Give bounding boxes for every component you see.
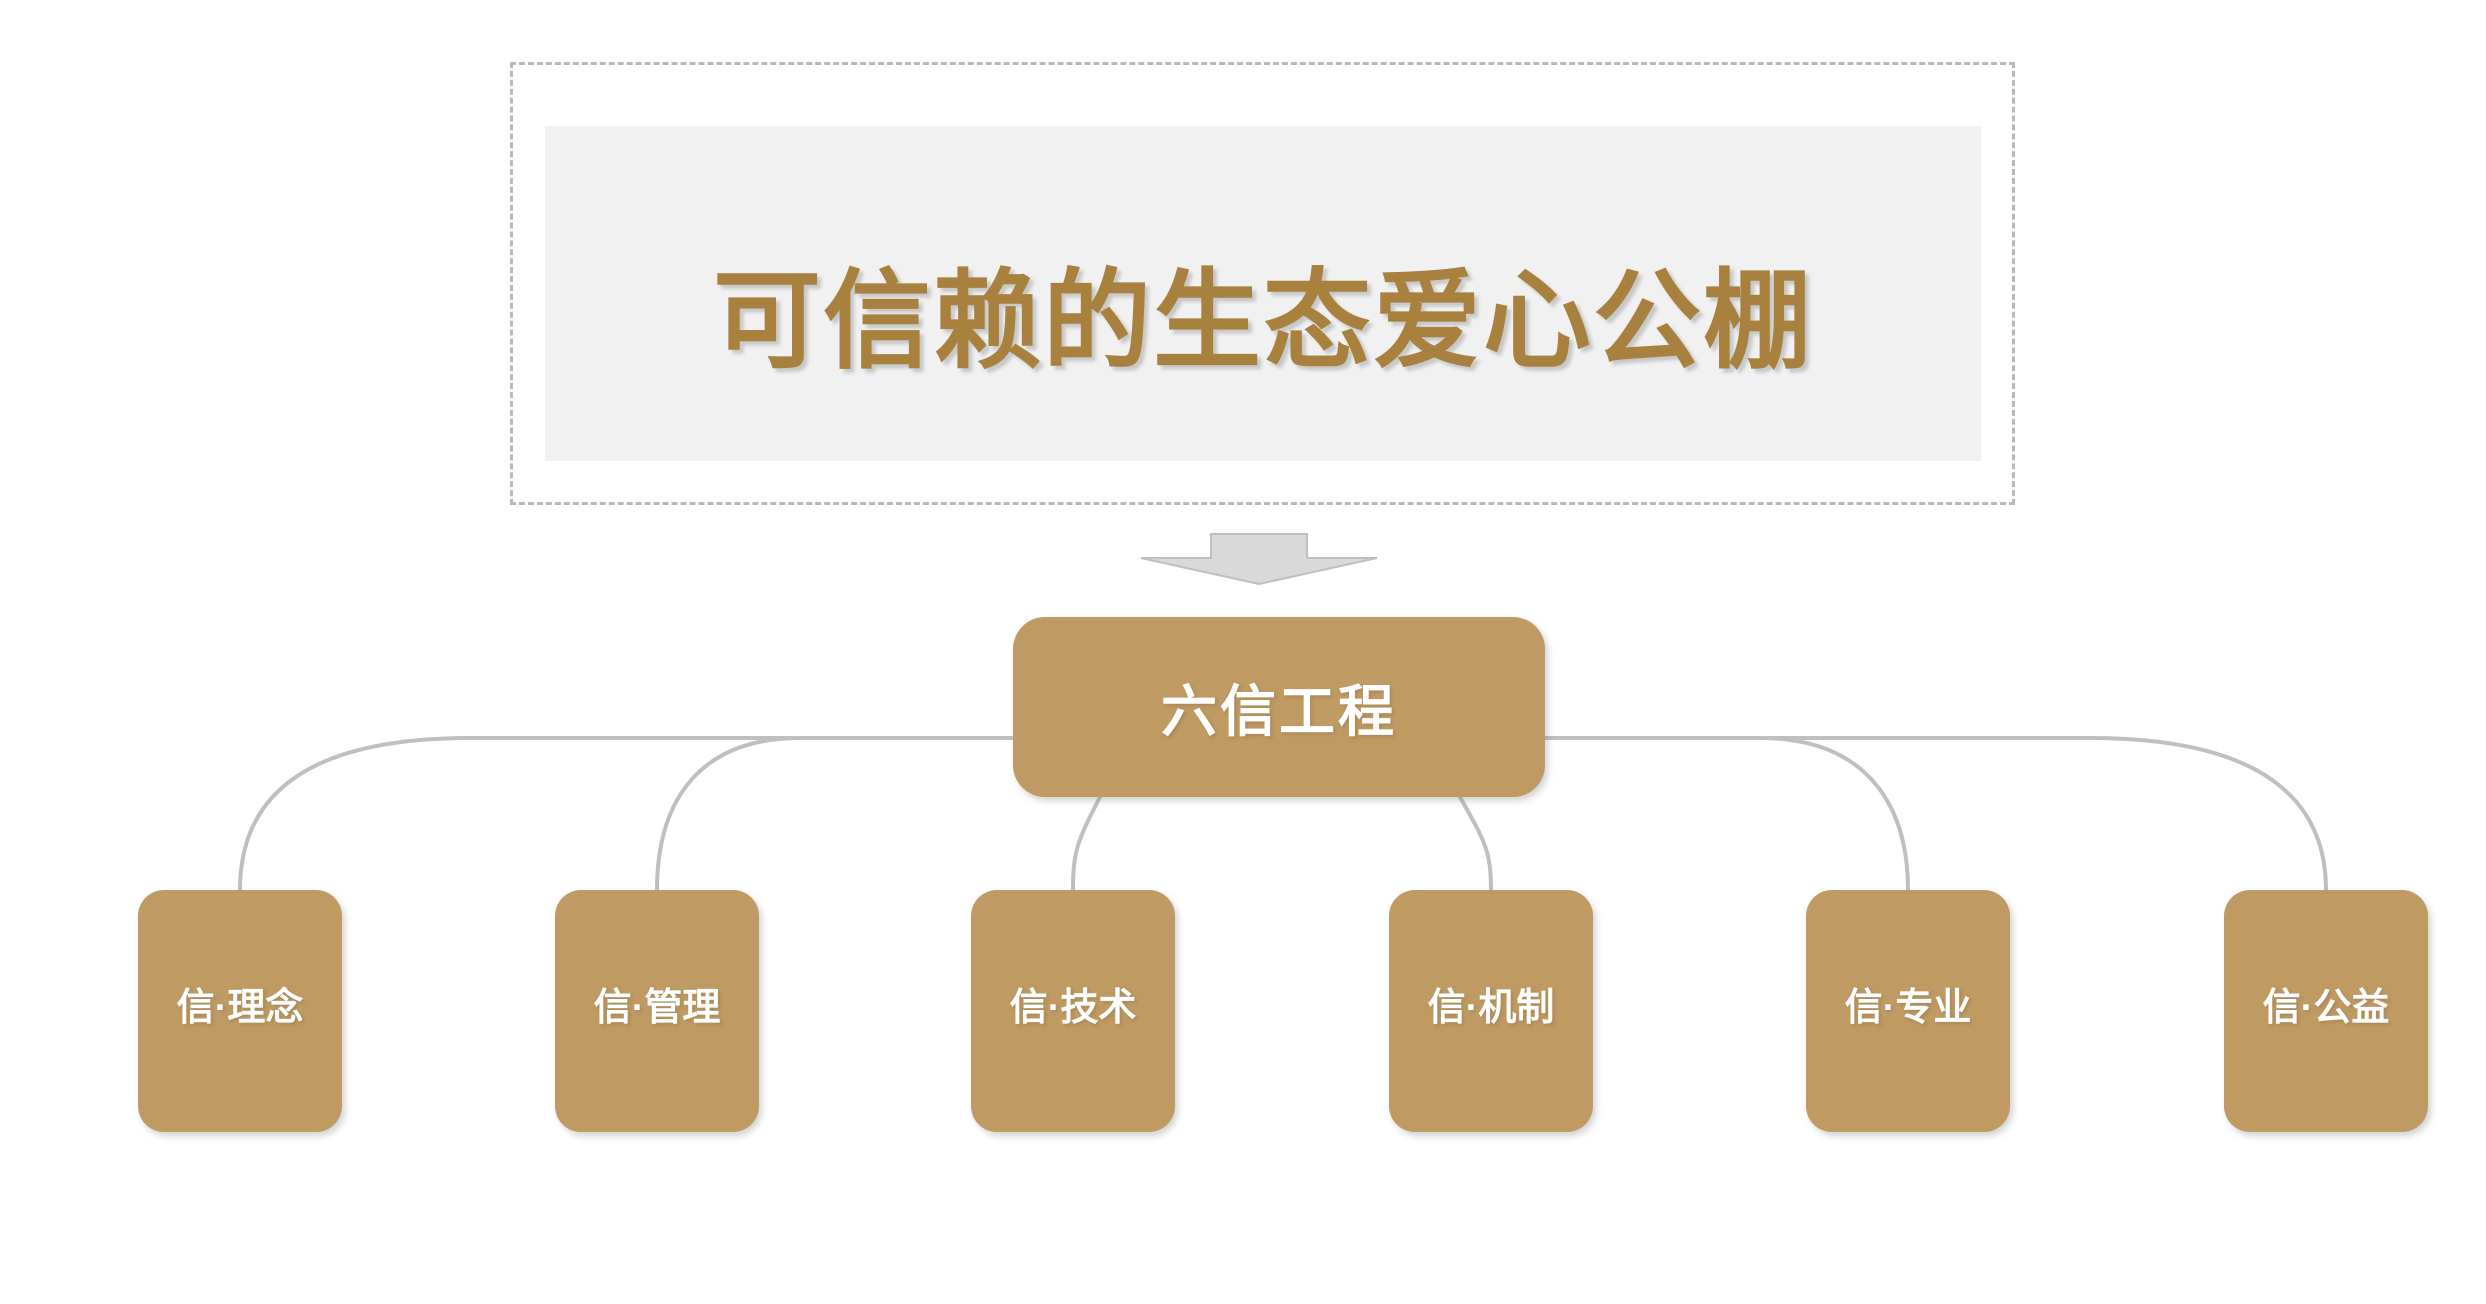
leaf-node-3[interactable]: 信·技术 [971,890,1175,1132]
connector-1 [238,736,1015,892]
connector-2 [655,736,1015,892]
connector-4 [1458,795,1493,892]
leaf-node-2[interactable]: 信·管理 [555,890,759,1132]
leaf-node-label: 信·专业 [1844,986,1972,1029]
leaf-node-5[interactable]: 信·专业 [1806,890,2010,1132]
connector-3 [1071,795,1102,892]
leaf-node-label: 信·机制 [1427,986,1555,1029]
connector-5 [1543,736,1910,892]
leaf-node-4[interactable]: 信·机制 [1389,890,1593,1132]
leaf-node-label: 信·管理 [593,986,721,1029]
title-panel: 可信赖的生态爱心公棚 [545,126,1981,461]
leaf-node-label: 信·公益 [2262,986,2390,1029]
leaf-node-6[interactable]: 信·公益 [2224,890,2428,1132]
title-dashed-frame [510,62,2015,505]
root-node-label: 六信工程 [1161,679,1397,743]
connector-6 [1543,736,2328,892]
leaf-node-label: 信·技术 [1009,986,1137,1029]
page-title: 可信赖的生态爱心公棚 [712,260,1813,382]
leaf-node-row: 信·理念 信·管理 信·技术 信·机制 信·专业 信·公益 [0,890,2486,1132]
root-node-六信工程[interactable]: 六信工程 [1013,617,1545,797]
leaf-node-label: 信·理念 [176,986,304,1029]
leaf-node-1[interactable]: 信·理念 [138,890,342,1132]
down-arrow-icon [1140,533,1378,585]
